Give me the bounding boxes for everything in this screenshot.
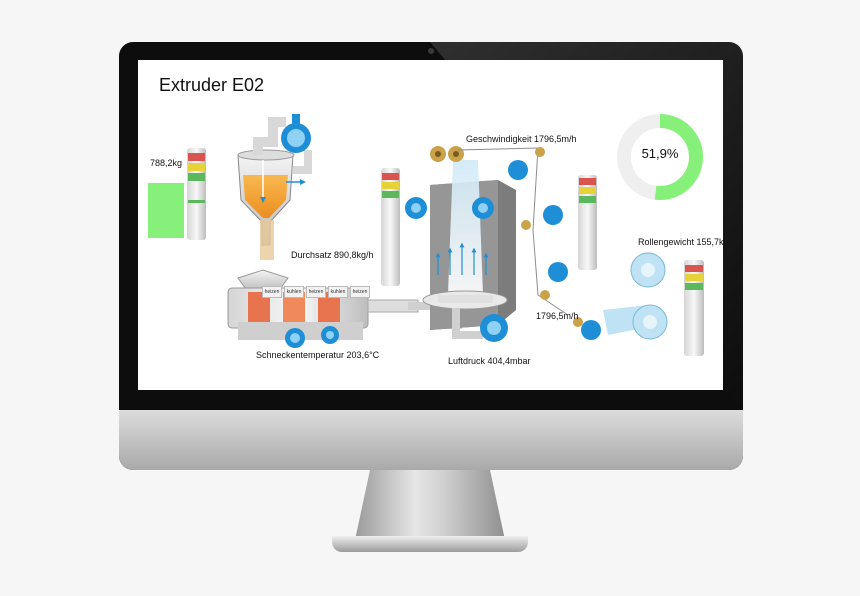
stack-light-icon — [381, 168, 400, 286]
webcam-icon — [428, 48, 434, 54]
hmi-screen: Extruder E02 788,2kg — [138, 60, 723, 390]
page-title: Extruder E02 — [159, 75, 265, 95]
monitor-chin — [119, 410, 743, 470]
stack-light-icon — [578, 175, 597, 270]
silo-level-label: 788,2kg — [149, 158, 183, 168]
gauge-fill — [617, 114, 703, 200]
roller-icon — [430, 146, 464, 162]
stack-light-icon — [684, 260, 704, 356]
blower-icon — [321, 326, 339, 344]
blower-icon — [405, 197, 427, 219]
zone-label-5: heizen — [350, 286, 370, 298]
hopper-icon — [237, 117, 312, 260]
film-tower — [422, 160, 516, 339]
geschwindigkeit-bottom-label: 1796,5m/h — [536, 311, 579, 321]
process-diagram — [187, 114, 704, 356]
zone-label-1: heizen — [262, 286, 282, 298]
gauge-value: 51,9% — [641, 146, 679, 161]
durchsatz-label: Durchsatz 890,8kg/h — [291, 250, 374, 260]
luftdruck-label: Luftdruck 404,4mbar — [448, 356, 531, 366]
extruder-barrel — [227, 287, 419, 340]
blower-icon — [281, 114, 311, 153]
roller-icon — [521, 147, 583, 327]
stack-light-icon — [187, 148, 206, 240]
silo-level-fill — [148, 183, 184, 238]
monitor-stand-base — [332, 536, 528, 552]
zone-label-3: heizen — [306, 286, 326, 298]
blower-icon — [480, 314, 508, 342]
geschwindigkeit-label: Geschwindigkeit 1796,5m/h — [466, 134, 577, 144]
zone-label-2: kuhlen — [284, 286, 304, 298]
zone-label-4: kuhlen — [328, 286, 348, 298]
schneckentemperatur-label: Schneckentemperatur 203,6°C — [256, 350, 380, 360]
silo-level-indicator[interactable]: 788,2kg — [148, 150, 184, 238]
rollengewicht-label: Rollengewicht 155,7kg — [638, 237, 723, 247]
monitor-stand-neck — [355, 470, 505, 540]
blower-icon — [472, 197, 494, 219]
winder-rolls — [603, 252, 668, 340]
efficiency-gauge[interactable] — [617, 114, 703, 200]
blower-icon — [285, 328, 305, 348]
blower-icon — [508, 160, 601, 340]
